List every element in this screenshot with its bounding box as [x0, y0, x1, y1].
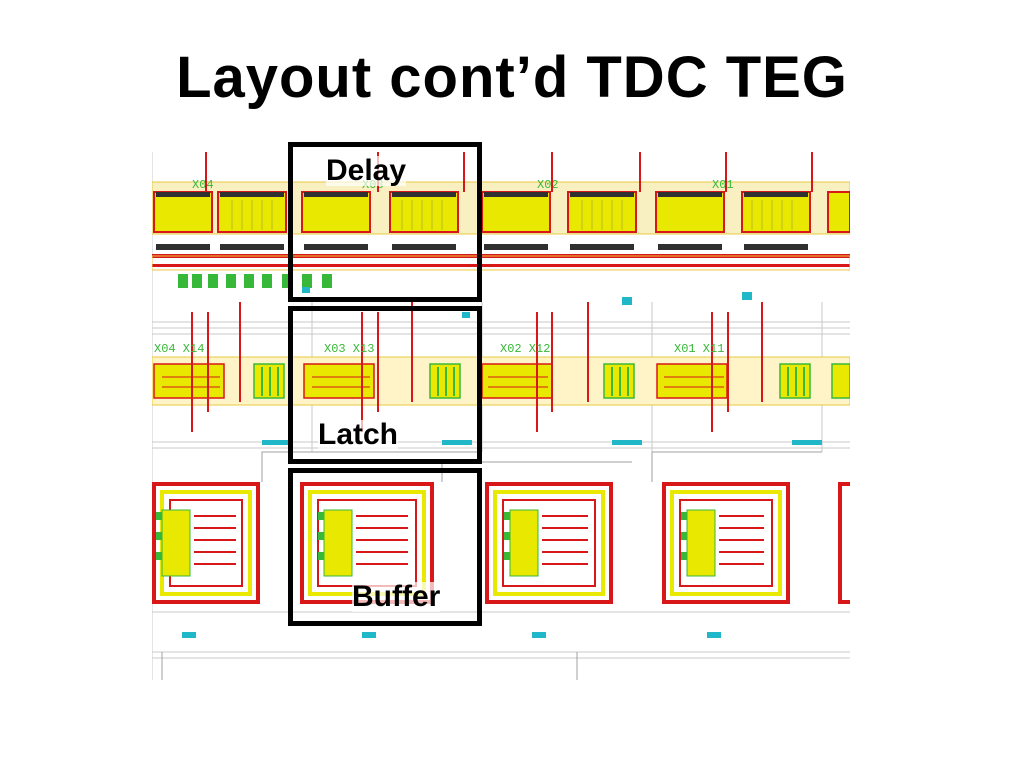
slide-title: Layout cont’d TDC TEG — [176, 45, 848, 110]
layout-drawing: X04 X03 X02 X01 — [152, 152, 850, 680]
delay-row: X04 X03 X02 X01 — [152, 152, 850, 288]
delay-cell-label-3: X02 — [537, 178, 559, 192]
delay-highlight-box — [288, 142, 482, 302]
delay-cells — [153, 191, 850, 250]
latch-row: X04 X14 X03 X13 X02 X12 X01 X11 — [152, 302, 850, 432]
buffer-row — [152, 451, 850, 680]
delay-cell-label-1: X04 — [192, 178, 214, 192]
delay-label: Delay — [326, 154, 407, 187]
buffer-label: Buffer — [352, 580, 441, 613]
latch-cell-label-1: X04 X14 — [154, 342, 204, 356]
delay-green-text — [178, 274, 332, 288]
latch-highlight-box — [288, 306, 482, 464]
buffer-highlight-box — [288, 468, 482, 626]
latch-cell-label-4: X01 X11 — [674, 342, 724, 356]
latch-cell-label-3: X02 X12 — [500, 342, 550, 356]
delay-cell-label-4: X01 — [712, 178, 734, 192]
latch-label: Latch — [318, 418, 399, 451]
chip-layout-image: X04 X03 X02 X01 — [152, 142, 850, 680]
via-markers — [182, 287, 822, 638]
latch-cell-label-2: X03 X13 — [324, 342, 374, 356]
